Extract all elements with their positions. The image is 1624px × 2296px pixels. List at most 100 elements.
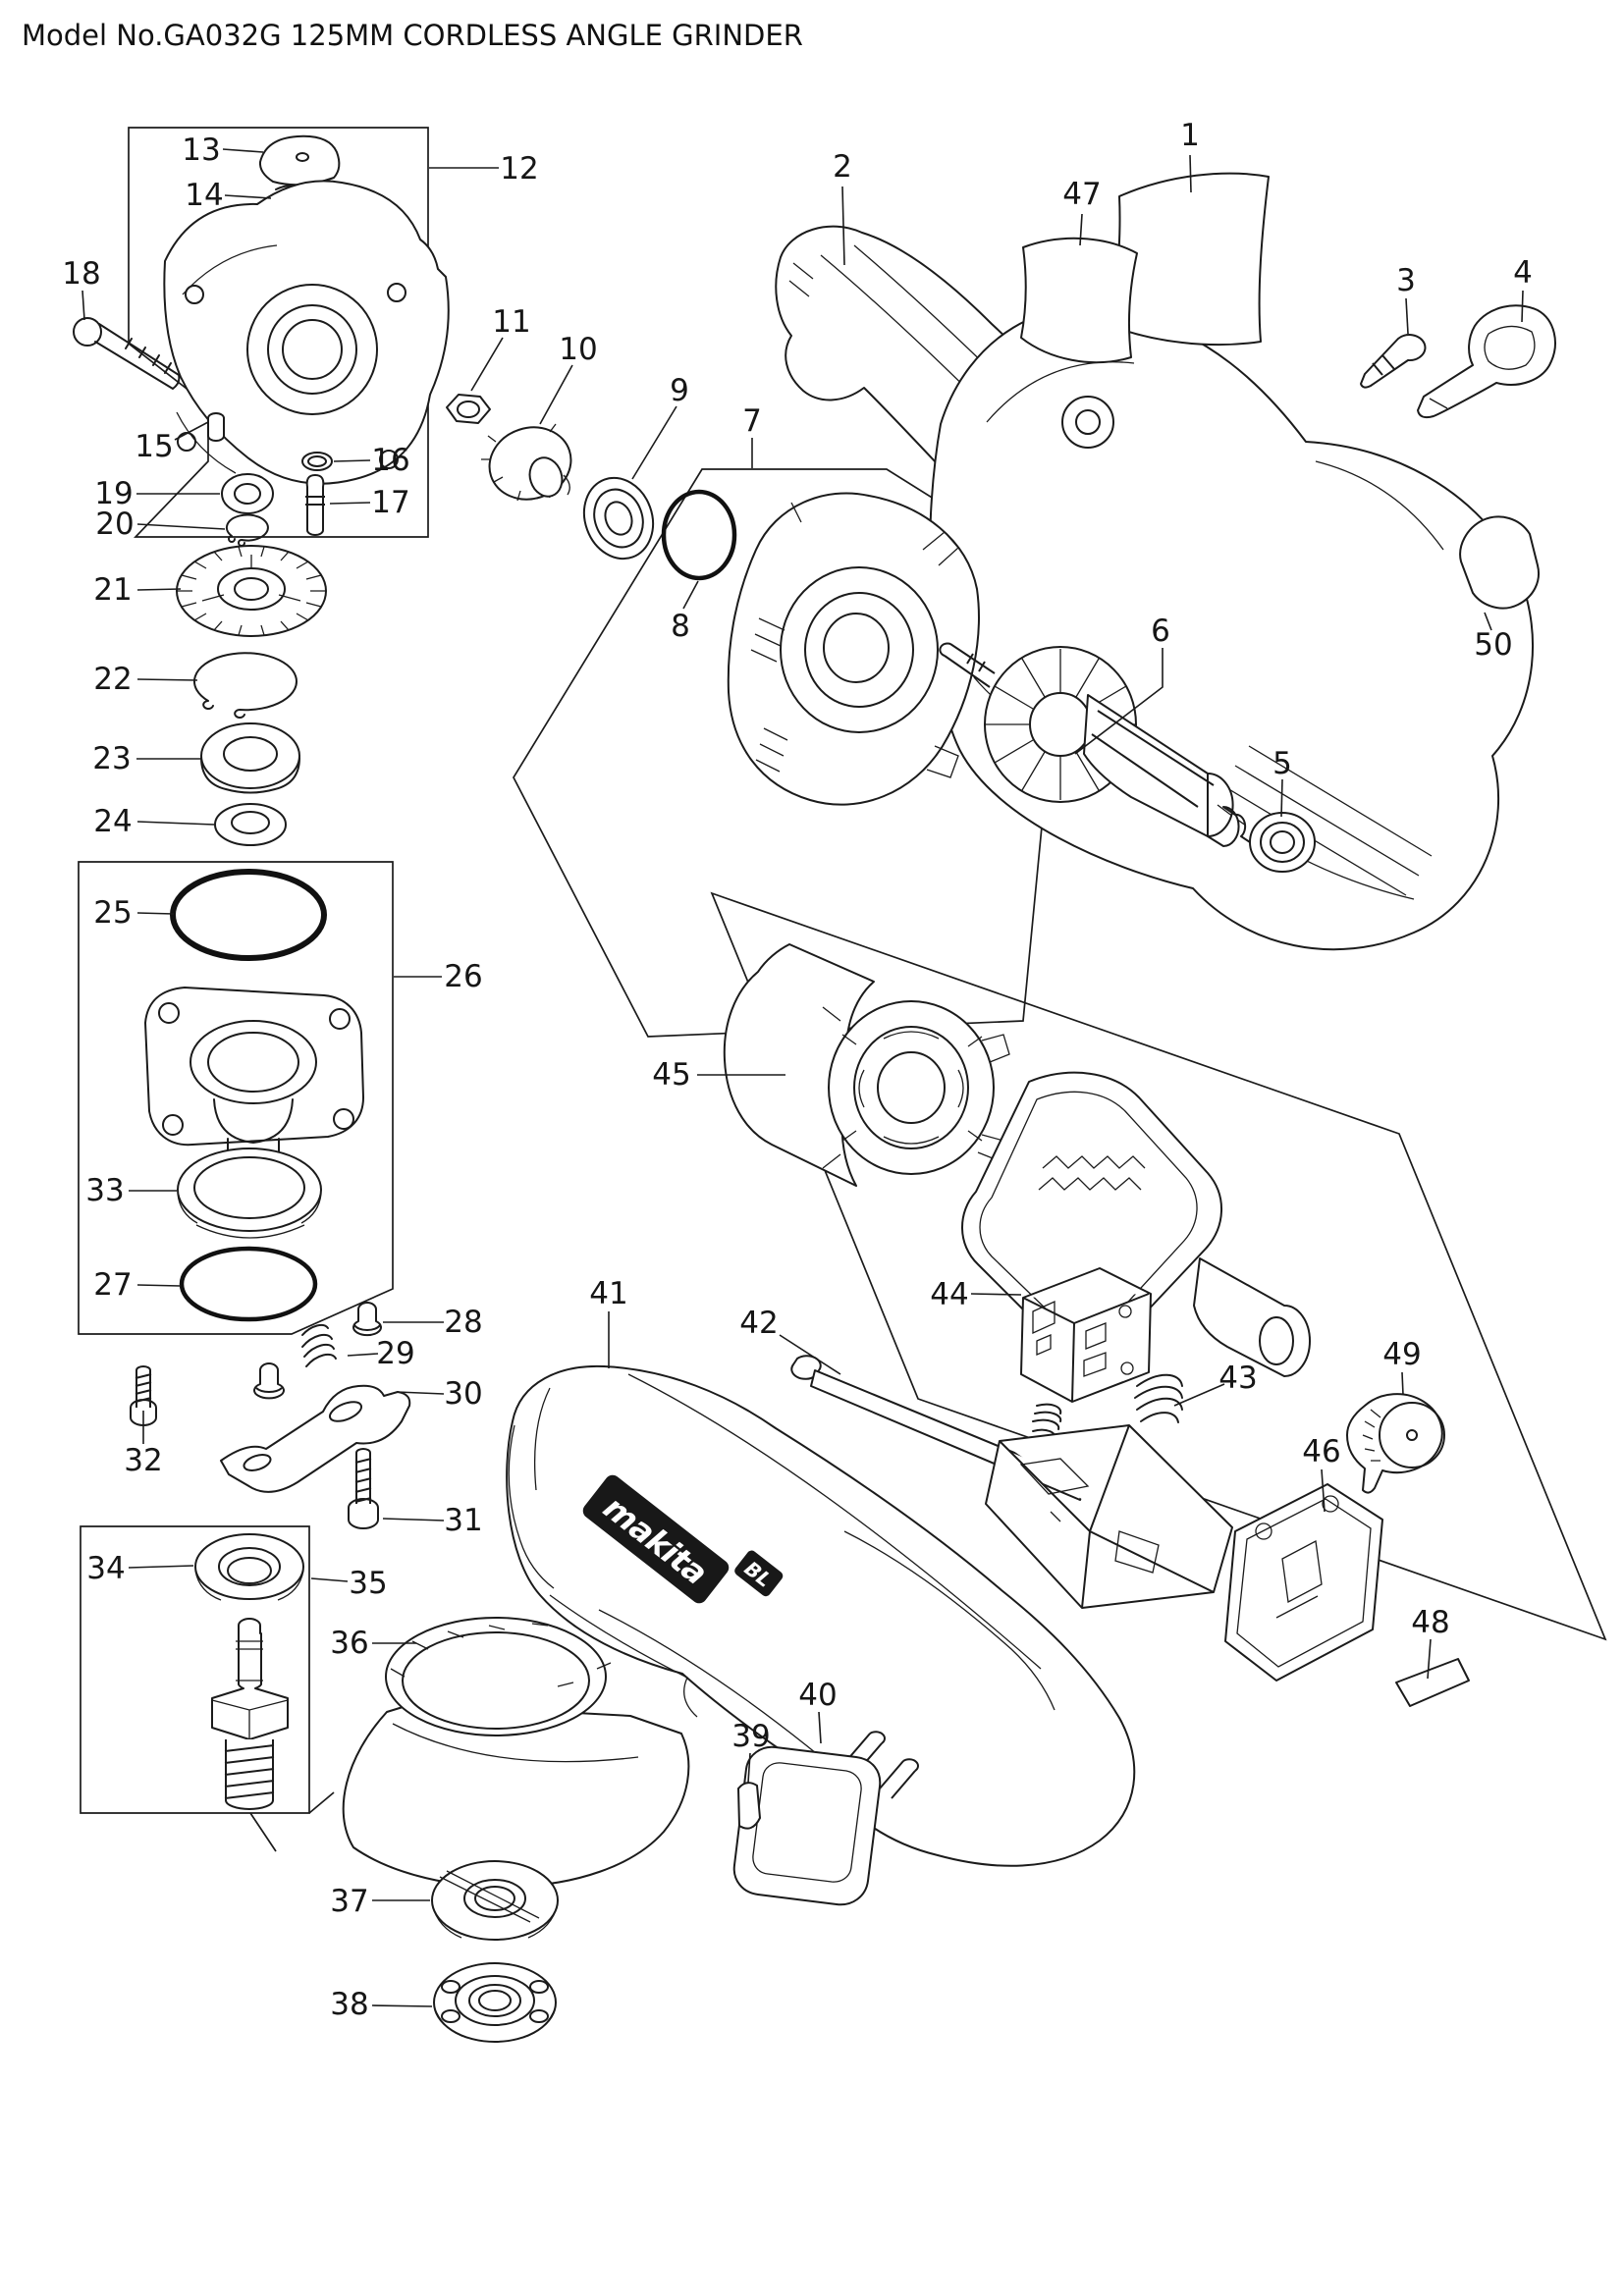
leader-line-35	[310, 1577, 349, 1582]
small-parts-group	[130, 1302, 411, 1529]
flat-washer-34-mid	[218, 1547, 281, 1586]
leader-line-50	[1484, 612, 1492, 631]
washer-24-hole	[231, 811, 270, 834]
leader-line-11	[470, 337, 504, 392]
spindle-drawing	[211, 1618, 289, 1740]
leader-line-21	[136, 588, 182, 591]
bearing-19-drawing	[221, 473, 274, 514]
stator-bore	[877, 1051, 946, 1124]
bearing-box-7-ring2	[804, 592, 914, 708]
leader-line-20	[136, 523, 226, 530]
bearing-box-group	[446, 394, 980, 806]
part-label-29: 29	[376, 1336, 414, 1371]
sponge-39	[737, 1782, 761, 1830]
oring-25	[170, 869, 327, 961]
washer-24	[214, 803, 287, 846]
leader-line-40	[818, 1711, 822, 1744]
part-label-41: 41	[589, 1276, 627, 1311]
lock-nut-38-hub	[468, 1984, 521, 2017]
part-label-44: 44	[930, 1277, 968, 1312]
main-housing-group: makita BL	[506, 1364, 1136, 1867]
leader-line-38	[371, 2004, 433, 2007]
part-label-50: 50	[1474, 627, 1512, 663]
lock-nut-38-depth	[433, 2005, 557, 2039]
indication-label-50	[1459, 515, 1540, 610]
leader-line-25	[136, 912, 175, 915]
pinion-gear-10	[488, 426, 572, 501]
pin-15-drawing	[207, 412, 225, 442]
motor-group	[723, 943, 1010, 1187]
part-label-26: 26	[444, 959, 482, 994]
rear-electronics-group	[790, 1071, 1470, 1707]
spindle-group	[194, 1533, 304, 1810]
armature-core	[1083, 694, 1215, 837]
leader-line-48	[1427, 1638, 1432, 1680]
switch-paddle-4-inner	[1429, 325, 1536, 409]
spindle-box-edge	[249, 1812, 277, 1852]
armature-group	[939, 642, 1316, 873]
leader-line-42	[779, 1334, 841, 1375]
switch-paddle-4	[1417, 304, 1556, 419]
part-label-15: 15	[135, 429, 173, 464]
part-label-40: 40	[798, 1678, 837, 1713]
inner-flange-37-depth	[431, 1903, 559, 1939]
part-label-20: 20	[95, 507, 134, 542]
bearing-5-mid	[1260, 822, 1305, 863]
inner-flange-37-hole	[474, 1886, 515, 1911]
gear-housing-rib	[176, 244, 278, 474]
leader-line-31	[382, 1518, 445, 1522]
flat-washer-34-hole	[227, 1557, 272, 1584]
lock-nut-hole-1	[441, 1980, 460, 1994]
oring-16-drawing	[301, 452, 333, 471]
bearing-5-drawing	[1249, 812, 1316, 873]
spindle-rings	[211, 1640, 289, 1739]
leader-line-46	[1321, 1468, 1326, 1513]
terminal-prongs-40	[845, 1731, 919, 1799]
part-label-38: 38	[330, 1987, 368, 2022]
part-label-5: 5	[1272, 746, 1292, 781]
bearing-5-inner	[1270, 830, 1295, 854]
part-label-46: 46	[1302, 1434, 1340, 1469]
housing-cover-2-ribs	[788, 244, 1179, 570]
pinion-gear-10-bore	[528, 456, 564, 498]
leader-line-22	[136, 678, 198, 681]
leader-line-30	[396, 1391, 445, 1395]
part-label-33: 33	[85, 1173, 124, 1208]
housing-screw-hole-1	[185, 285, 204, 304]
retainer-hole-3	[333, 1108, 354, 1130]
inner-flange-37-slot	[439, 1870, 540, 1923]
motor-housing-contours	[549, 1373, 1042, 1778]
dust-cover-46	[1224, 1483, 1383, 1682]
part-label-35: 35	[349, 1566, 387, 1601]
spindle-thread	[224, 1739, 275, 1810]
part-label-42: 42	[739, 1306, 778, 1341]
part-label-14: 14	[185, 178, 223, 213]
guard-skirt-edge	[392, 1723, 639, 1763]
pin-28-drawing	[352, 1302, 382, 1337]
retainer-bore-inner	[207, 1032, 299, 1093]
housing-right-boss	[1061, 396, 1114, 449]
grip-cap-hole	[296, 152, 309, 162]
bolt-18-head	[73, 317, 102, 347]
gear-train-group	[144, 545, 364, 1322]
housing-right-boss-inner	[1075, 409, 1101, 435]
part-label-34: 34	[86, 1551, 125, 1586]
leader-line-17	[329, 502, 371, 505]
dial-49-ribs	[1362, 1409, 1381, 1462]
gear-housing-bore-inner	[282, 319, 343, 380]
leader-line-10	[539, 364, 573, 425]
gear-housing-drawing	[163, 180, 450, 485]
dust-cover-46-pin2	[1322, 1495, 1339, 1513]
bearing-23	[200, 722, 300, 789]
part-label-2: 2	[833, 149, 852, 185]
dial-49-drawing	[1346, 1393, 1443, 1494]
bearing-9-mid	[593, 488, 644, 549]
spring-43-drawing	[1134, 1373, 1183, 1423]
part-label-17: 17	[371, 485, 409, 520]
part-label-45: 45	[652, 1057, 690, 1093]
oring-27	[179, 1246, 318, 1322]
leader-line-44	[970, 1293, 1022, 1296]
part-label-19: 19	[94, 476, 133, 511]
